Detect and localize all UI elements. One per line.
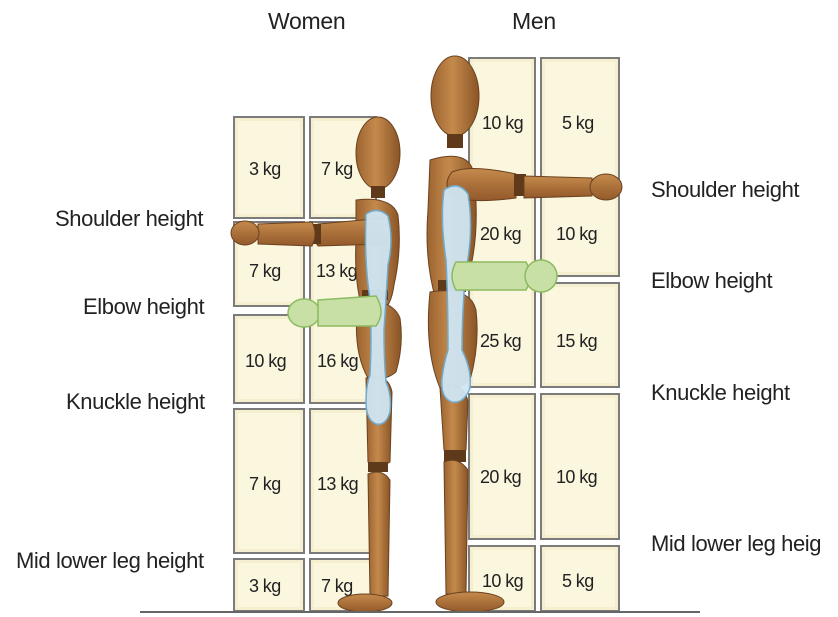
women-mannequin <box>231 117 401 612</box>
men-elbow-height-label: Elbow height <box>651 268 772 294</box>
women-shoulder-height-label: Shoulder height <box>55 206 203 232</box>
men-mid-lower-leg-height-label: Mid lower leg heig <box>651 531 821 557</box>
men-mannequin <box>427 56 622 612</box>
women-mid-lower-leg-height-label: Mid lower leg height <box>16 548 204 574</box>
men-shoulder-height-label: Shoulder height <box>651 177 799 203</box>
men-knuckle-height-label: Knuckle height <box>651 380 790 406</box>
women-knuckle-height-label: Knuckle height <box>66 389 205 415</box>
women-elbow-height-label: Elbow height <box>83 294 204 320</box>
